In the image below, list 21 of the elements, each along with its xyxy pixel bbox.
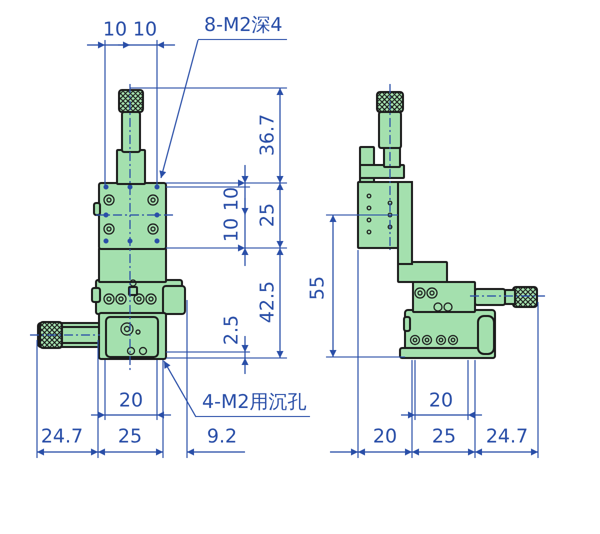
- dimension-value: 10: [102, 20, 128, 40]
- dimension-value: 10: [222, 218, 242, 242]
- dimension-value: 10: [222, 186, 242, 212]
- callout-label: 4-M2用沉孔: [196, 393, 310, 417]
- dimension-value: 36.7: [258, 114, 278, 156]
- dimension-value: 20: [118, 392, 144, 410]
- callout-label: 8-M2深4: [198, 16, 287, 40]
- dimension-value: 25: [118, 428, 142, 446]
- dimension-value: 10: [132, 20, 158, 40]
- dimension-value: 2.5: [222, 314, 242, 346]
- dimension-value: 42.5: [258, 280, 278, 324]
- dimension-value: 20: [428, 392, 454, 410]
- dimension-value: 25: [432, 428, 456, 446]
- leader-line: [163, 360, 197, 418]
- dimension-value: 20: [372, 428, 398, 446]
- dimension-value: 24.7: [486, 428, 528, 446]
- dimension-value: 25: [258, 202, 278, 228]
- dimension-value: 55: [308, 276, 328, 300]
- leader-line: [159, 40, 199, 178]
- dimension-value: 24.7: [40, 428, 84, 446]
- dimension-value: 9.2: [206, 428, 238, 446]
